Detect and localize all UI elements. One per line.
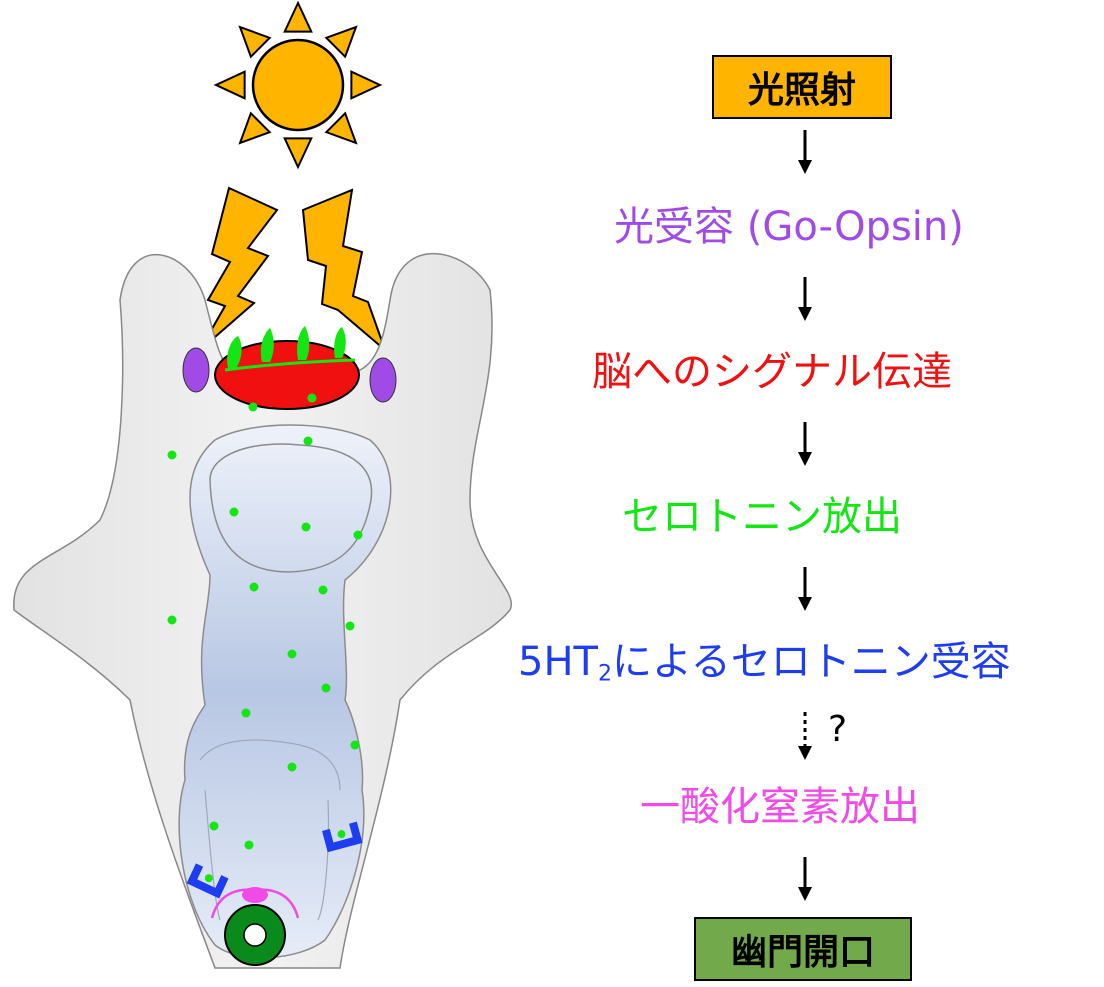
serotonin-dot: [318, 585, 328, 595]
pylorus-opening: [243, 923, 267, 947]
receptor-subscript: 2: [597, 661, 612, 687]
serotonin-dot: [249, 582, 259, 592]
serotonin-dot: [287, 649, 297, 659]
eye-left: [182, 347, 210, 393]
sun-ray: [238, 25, 272, 59]
sun-ray: [324, 25, 358, 59]
step-light-box: 光照射: [712, 55, 892, 119]
serotonergic-neurons: [227, 326, 346, 368]
eye-right: [369, 357, 397, 403]
step-pylorus-box: 幽門開口: [694, 917, 912, 981]
intestine-inner: [199, 739, 341, 921]
uncertain-marker: ?: [828, 709, 848, 750]
serotonin-dot: [350, 740, 360, 750]
serotonin-dot: [167, 450, 177, 460]
serotonin-dot: [353, 530, 363, 540]
serotonin-dot: [167, 615, 177, 625]
serotonin-dot: [345, 621, 355, 631]
lightning-left-icon: [199, 186, 279, 351]
sun-ray: [283, 0, 313, 33]
serotonin-dot: [241, 708, 251, 718]
brain: [214, 340, 360, 410]
sun-ray: [283, 137, 313, 170]
serotonin-dot: [301, 522, 311, 532]
serotonin-dot: [209, 821, 219, 831]
lightning-right-icon: [301, 188, 388, 354]
arrow-2: [798, 277, 812, 321]
serotonin-dot: [303, 436, 313, 446]
receptor-prefix: 5HT: [518, 639, 598, 685]
step-photoreception: 光受容 (Go-Opsin): [614, 204, 964, 250]
step-light-label: 光照射: [747, 70, 856, 111]
nerve: [224, 358, 356, 372]
sun-ray: [350, 70, 383, 100]
receptor-right: [322, 821, 363, 853]
serotonin-dots: [167, 393, 363, 850]
serotonin-dot: [248, 402, 258, 412]
step-brain-signal: 脳へのシグナル伝達: [592, 349, 952, 395]
no-cell-body: [242, 887, 268, 903]
arrow-dashed: [798, 712, 812, 760]
stomach-inner: [209, 443, 373, 573]
serotonin-dot: [229, 507, 239, 517]
sun-ray: [324, 111, 358, 145]
step-serotonin-release: セロトニン放出: [622, 494, 902, 540]
serotonin-dot: [244, 840, 254, 850]
receptor-left: [186, 863, 229, 899]
receptor-label: によるセロトニン受容: [611, 639, 1011, 685]
sun-icon: [213, 0, 383, 170]
sun-ray: [238, 111, 272, 145]
sun-ray: [213, 70, 246, 100]
arrow-4: [798, 567, 812, 611]
serotonin-dot: [321, 683, 331, 693]
arrow-3: [798, 422, 812, 466]
arrow-6: [798, 857, 812, 901]
larva-illustration: [13, 0, 513, 969]
step-pylorus-label: 幽門開口: [730, 932, 875, 973]
arrow-1: [798, 130, 812, 174]
step-receptor: 5HT2によるセロトニン受容: [518, 642, 1011, 686]
step-no-release: 一酸化窒素放出: [640, 784, 920, 830]
serotonin-dot: [287, 762, 297, 772]
serotonin-dot: [307, 393, 317, 403]
